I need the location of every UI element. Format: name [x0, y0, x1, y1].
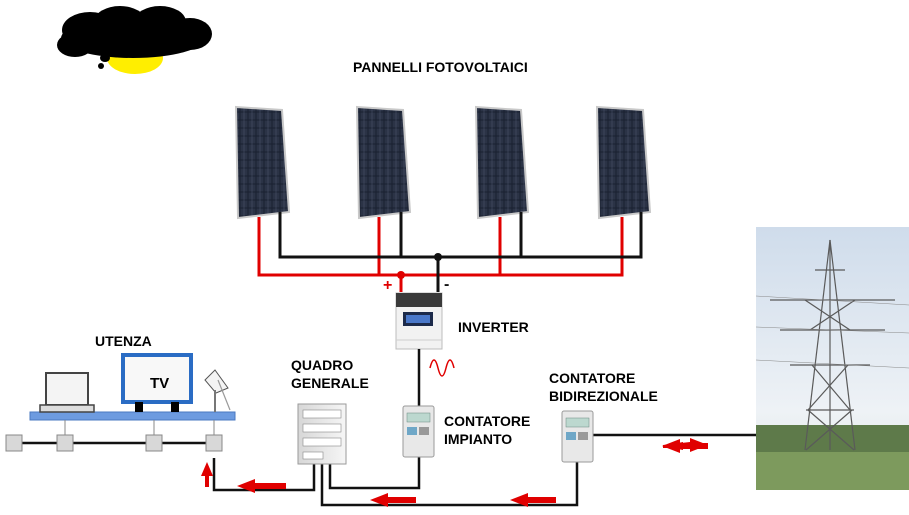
tv-icon	[121, 353, 193, 412]
minus-sign: -	[444, 276, 449, 293]
lamp-icon	[204, 369, 231, 412]
ac-wiring	[14, 349, 756, 507]
positive-junction	[397, 271, 405, 279]
solar-panel	[474, 105, 530, 220]
bidirectional-meter	[561, 410, 594, 463]
negative-junction	[434, 253, 442, 261]
arrow-bottom-right	[510, 493, 556, 507]
arrow-to-utenza	[237, 479, 286, 493]
pv-panels-title: PANNELLI FOTOVOLTAICI	[353, 59, 528, 75]
negative-wiring	[278, 212, 643, 292]
cloud-icon	[57, 6, 212, 69]
contatore-impianto-label: CONTATORE IMPIANTO	[444, 413, 531, 447]
utenza-label: UTENZA	[95, 333, 152, 349]
power-pylon-image	[755, 227, 909, 490]
arrow-up-utenza	[201, 462, 213, 487]
solar-panel	[234, 105, 291, 220]
laptop-icon	[39, 372, 95, 413]
production-meter	[402, 405, 435, 458]
arrow-bottom-middle	[370, 493, 416, 507]
solar-panel	[595, 105, 652, 220]
inverter-label: INVERTER	[458, 319, 529, 335]
arrow-grid-to-meter	[662, 439, 708, 453]
quadro-generale-label: QUADRO GENERALE	[291, 357, 369, 391]
main-panel-board	[297, 403, 347, 465]
contatore-bidirezionale-label: CONTATORE BIDIREZIONALE	[549, 370, 658, 404]
plus-sign: +	[383, 277, 392, 294]
sine-wave-icon	[429, 359, 455, 377]
solar-panel	[355, 105, 412, 220]
utility-desk	[29, 411, 236, 421]
inverter-device	[395, 292, 443, 350]
tv-label: TV	[150, 375, 169, 392]
power-outlets	[5, 420, 223, 452]
